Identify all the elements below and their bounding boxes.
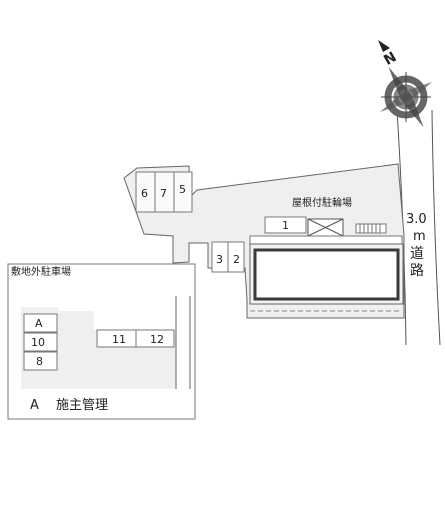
offsite-space-A: A (35, 317, 43, 330)
offsite-space-10: 10 (31, 336, 45, 349)
road-width-unit: m (413, 229, 426, 244)
offsite-parking-title: 敷地外駐車場 (11, 265, 71, 278)
offsite-lot-outline (21, 307, 176, 389)
offsite-parking-panel: 敷地外駐車場 A 10 8 11 12 A 施主管理 (7, 263, 196, 420)
legend-description: 施主管理 (56, 398, 108, 413)
road-name-char2: 路 (410, 263, 424, 279)
north-label: N (381, 49, 399, 69)
parking-space-1: 1 (282, 219, 289, 232)
compass-rose-icon (380, 66, 432, 128)
parking-space-7: 5 (179, 183, 186, 196)
building (249, 235, 404, 312)
road-width-value: 3.0 (406, 212, 427, 227)
parking-space-3: 3 (216, 253, 223, 266)
road-name-char1: 道 (410, 246, 424, 262)
parking-space-5: 6 (141, 187, 148, 200)
offsite-space-11: 11 (112, 333, 126, 346)
offsite-space-8: 8 (36, 355, 43, 368)
offsite-space-12: 12 (150, 333, 164, 346)
parking-space-2: 2 (233, 253, 240, 266)
parking-space-6: 7 (160, 187, 167, 200)
parking-block-5-7: 6 7 5 (135, 171, 193, 213)
road: 3.0 m 道 路 (396, 109, 441, 346)
parking-block-2-3: 3 2 (211, 241, 245, 273)
stairs (355, 223, 387, 234)
parking-space-1-block: 1 (264, 216, 307, 234)
north-arrow-icon: N (378, 40, 399, 69)
legend-key: A (30, 398, 39, 413)
bike-parking-label: 屋根付駐輪場 (292, 196, 352, 209)
